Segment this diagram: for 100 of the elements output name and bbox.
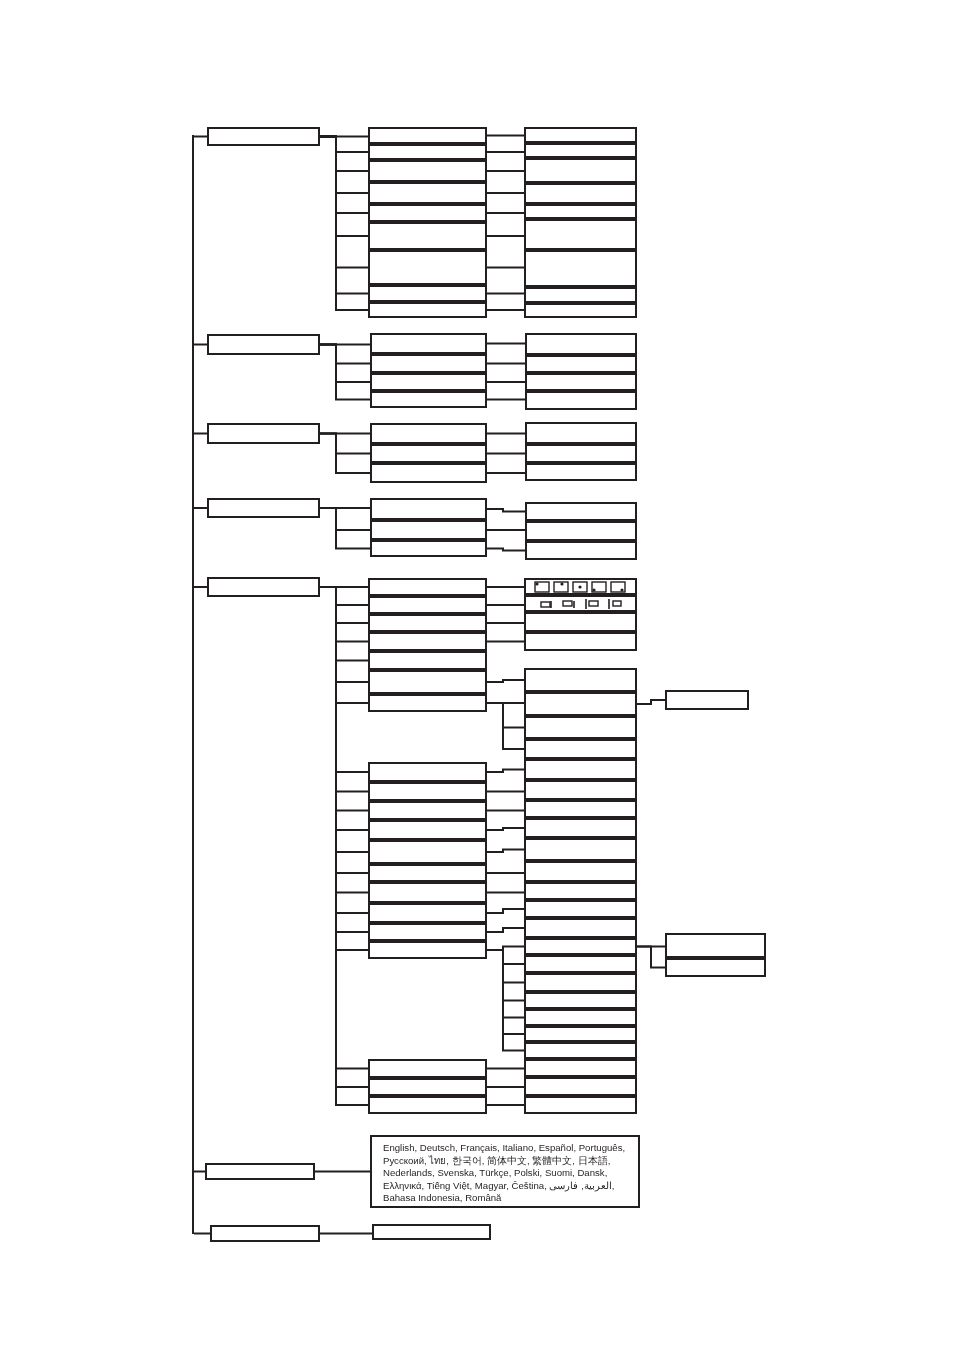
menu-box xyxy=(524,800,637,818)
menu-box xyxy=(525,391,637,410)
connector-line xyxy=(319,432,371,474)
menu-box xyxy=(368,923,487,941)
menu-box xyxy=(368,1078,487,1096)
connector-line xyxy=(486,170,525,172)
menu-box xyxy=(525,502,637,521)
menu-box xyxy=(524,127,637,143)
menu-box xyxy=(368,1096,487,1114)
menu-box xyxy=(368,1059,487,1078)
menu-box xyxy=(524,1059,637,1077)
menu-box xyxy=(368,204,487,222)
menu-box xyxy=(370,463,487,483)
connector-line xyxy=(486,508,526,513)
menu-box xyxy=(368,882,487,903)
menu-box xyxy=(368,670,487,694)
connector-line xyxy=(486,529,526,531)
connector-line xyxy=(486,452,526,455)
menu-box xyxy=(524,955,637,973)
connector-line xyxy=(486,235,525,237)
connector-line xyxy=(486,432,526,435)
menu-box xyxy=(524,1026,637,1042)
menu-box xyxy=(370,540,487,557)
language-list-box: English, Deutsch, Français, Italiano, Español, Português, Русскоий, ไทย, 한국어, 简体中文, 繁體中文, 日本語, Nederlands, Svenska, Türkçe, Polski, Suomi, Dansk, Ελληνικά, Tiếng Việt, Magyar, Čeština, العربية, فارسی, Bahasa Indonesia, Română xyxy=(370,1135,640,1208)
menu-box xyxy=(368,903,487,923)
menu-box xyxy=(370,391,487,408)
menu-box xyxy=(368,578,487,596)
connector-line xyxy=(636,699,666,705)
connector-line xyxy=(486,622,525,624)
menu-box xyxy=(525,521,637,541)
menu-box xyxy=(524,759,637,780)
menu-box xyxy=(524,1077,637,1096)
menu-box xyxy=(368,302,487,318)
menu-box xyxy=(524,918,637,938)
connector-line xyxy=(193,1170,206,1173)
connector-line xyxy=(486,381,526,383)
menu-box xyxy=(524,900,637,918)
connector-line xyxy=(486,309,525,311)
menu-box xyxy=(524,158,637,183)
menu-box xyxy=(524,882,637,900)
menu-box xyxy=(368,127,487,144)
menu-box xyxy=(370,520,487,540)
connector-line xyxy=(486,679,525,683)
connector-line xyxy=(486,547,526,552)
connector-line xyxy=(486,586,525,588)
menu-box xyxy=(524,1096,637,1114)
connector-line xyxy=(319,1232,373,1235)
menu-box xyxy=(368,840,487,864)
menu-box xyxy=(525,444,637,463)
menu-box xyxy=(524,668,637,692)
menu-box xyxy=(665,933,766,958)
menu-box xyxy=(368,250,487,285)
menu-box xyxy=(368,144,487,160)
menu-box xyxy=(368,694,487,712)
connector-line xyxy=(486,212,525,214)
menu-box xyxy=(370,444,487,463)
connector-line xyxy=(486,949,525,1052)
connector-line xyxy=(486,192,525,194)
menu-box xyxy=(524,716,637,739)
connector-line xyxy=(319,343,371,401)
connector-line xyxy=(486,151,525,153)
connector-line xyxy=(486,342,526,345)
connector-line xyxy=(486,266,525,269)
connector-line xyxy=(486,604,525,606)
menu-box xyxy=(524,143,637,158)
connector-line xyxy=(486,1067,525,1070)
menu-box xyxy=(525,355,637,373)
connector-line xyxy=(193,586,208,588)
menu-box xyxy=(368,864,487,882)
menu-box xyxy=(368,222,487,250)
connector-line xyxy=(193,432,208,435)
connector-line xyxy=(193,1232,211,1235)
menu-box xyxy=(368,941,487,959)
connector-line xyxy=(486,891,525,894)
menu-box xyxy=(368,596,487,614)
menu-box xyxy=(370,498,487,520)
menu-box xyxy=(368,801,487,820)
connector-line xyxy=(193,507,208,509)
menu-box xyxy=(368,782,487,801)
connector-line xyxy=(486,927,525,933)
menu-box xyxy=(524,973,637,992)
menu-box xyxy=(525,333,637,355)
menu-box xyxy=(368,285,487,302)
menu-box xyxy=(368,632,487,651)
connector-line xyxy=(486,1104,525,1106)
menu-box xyxy=(524,692,637,716)
menu-box xyxy=(368,182,487,204)
connector-line xyxy=(486,908,525,914)
menu-box xyxy=(524,861,637,882)
menu-box xyxy=(665,690,749,710)
menu-box xyxy=(207,423,320,444)
menu-box xyxy=(368,614,487,632)
menu-box xyxy=(205,1163,315,1180)
connector-line xyxy=(193,135,208,138)
menu-box xyxy=(207,577,320,597)
menu-box xyxy=(524,632,637,651)
connector-line xyxy=(193,343,208,346)
menu-box xyxy=(524,250,637,287)
connector-line xyxy=(486,398,526,401)
connector-line xyxy=(319,507,371,550)
